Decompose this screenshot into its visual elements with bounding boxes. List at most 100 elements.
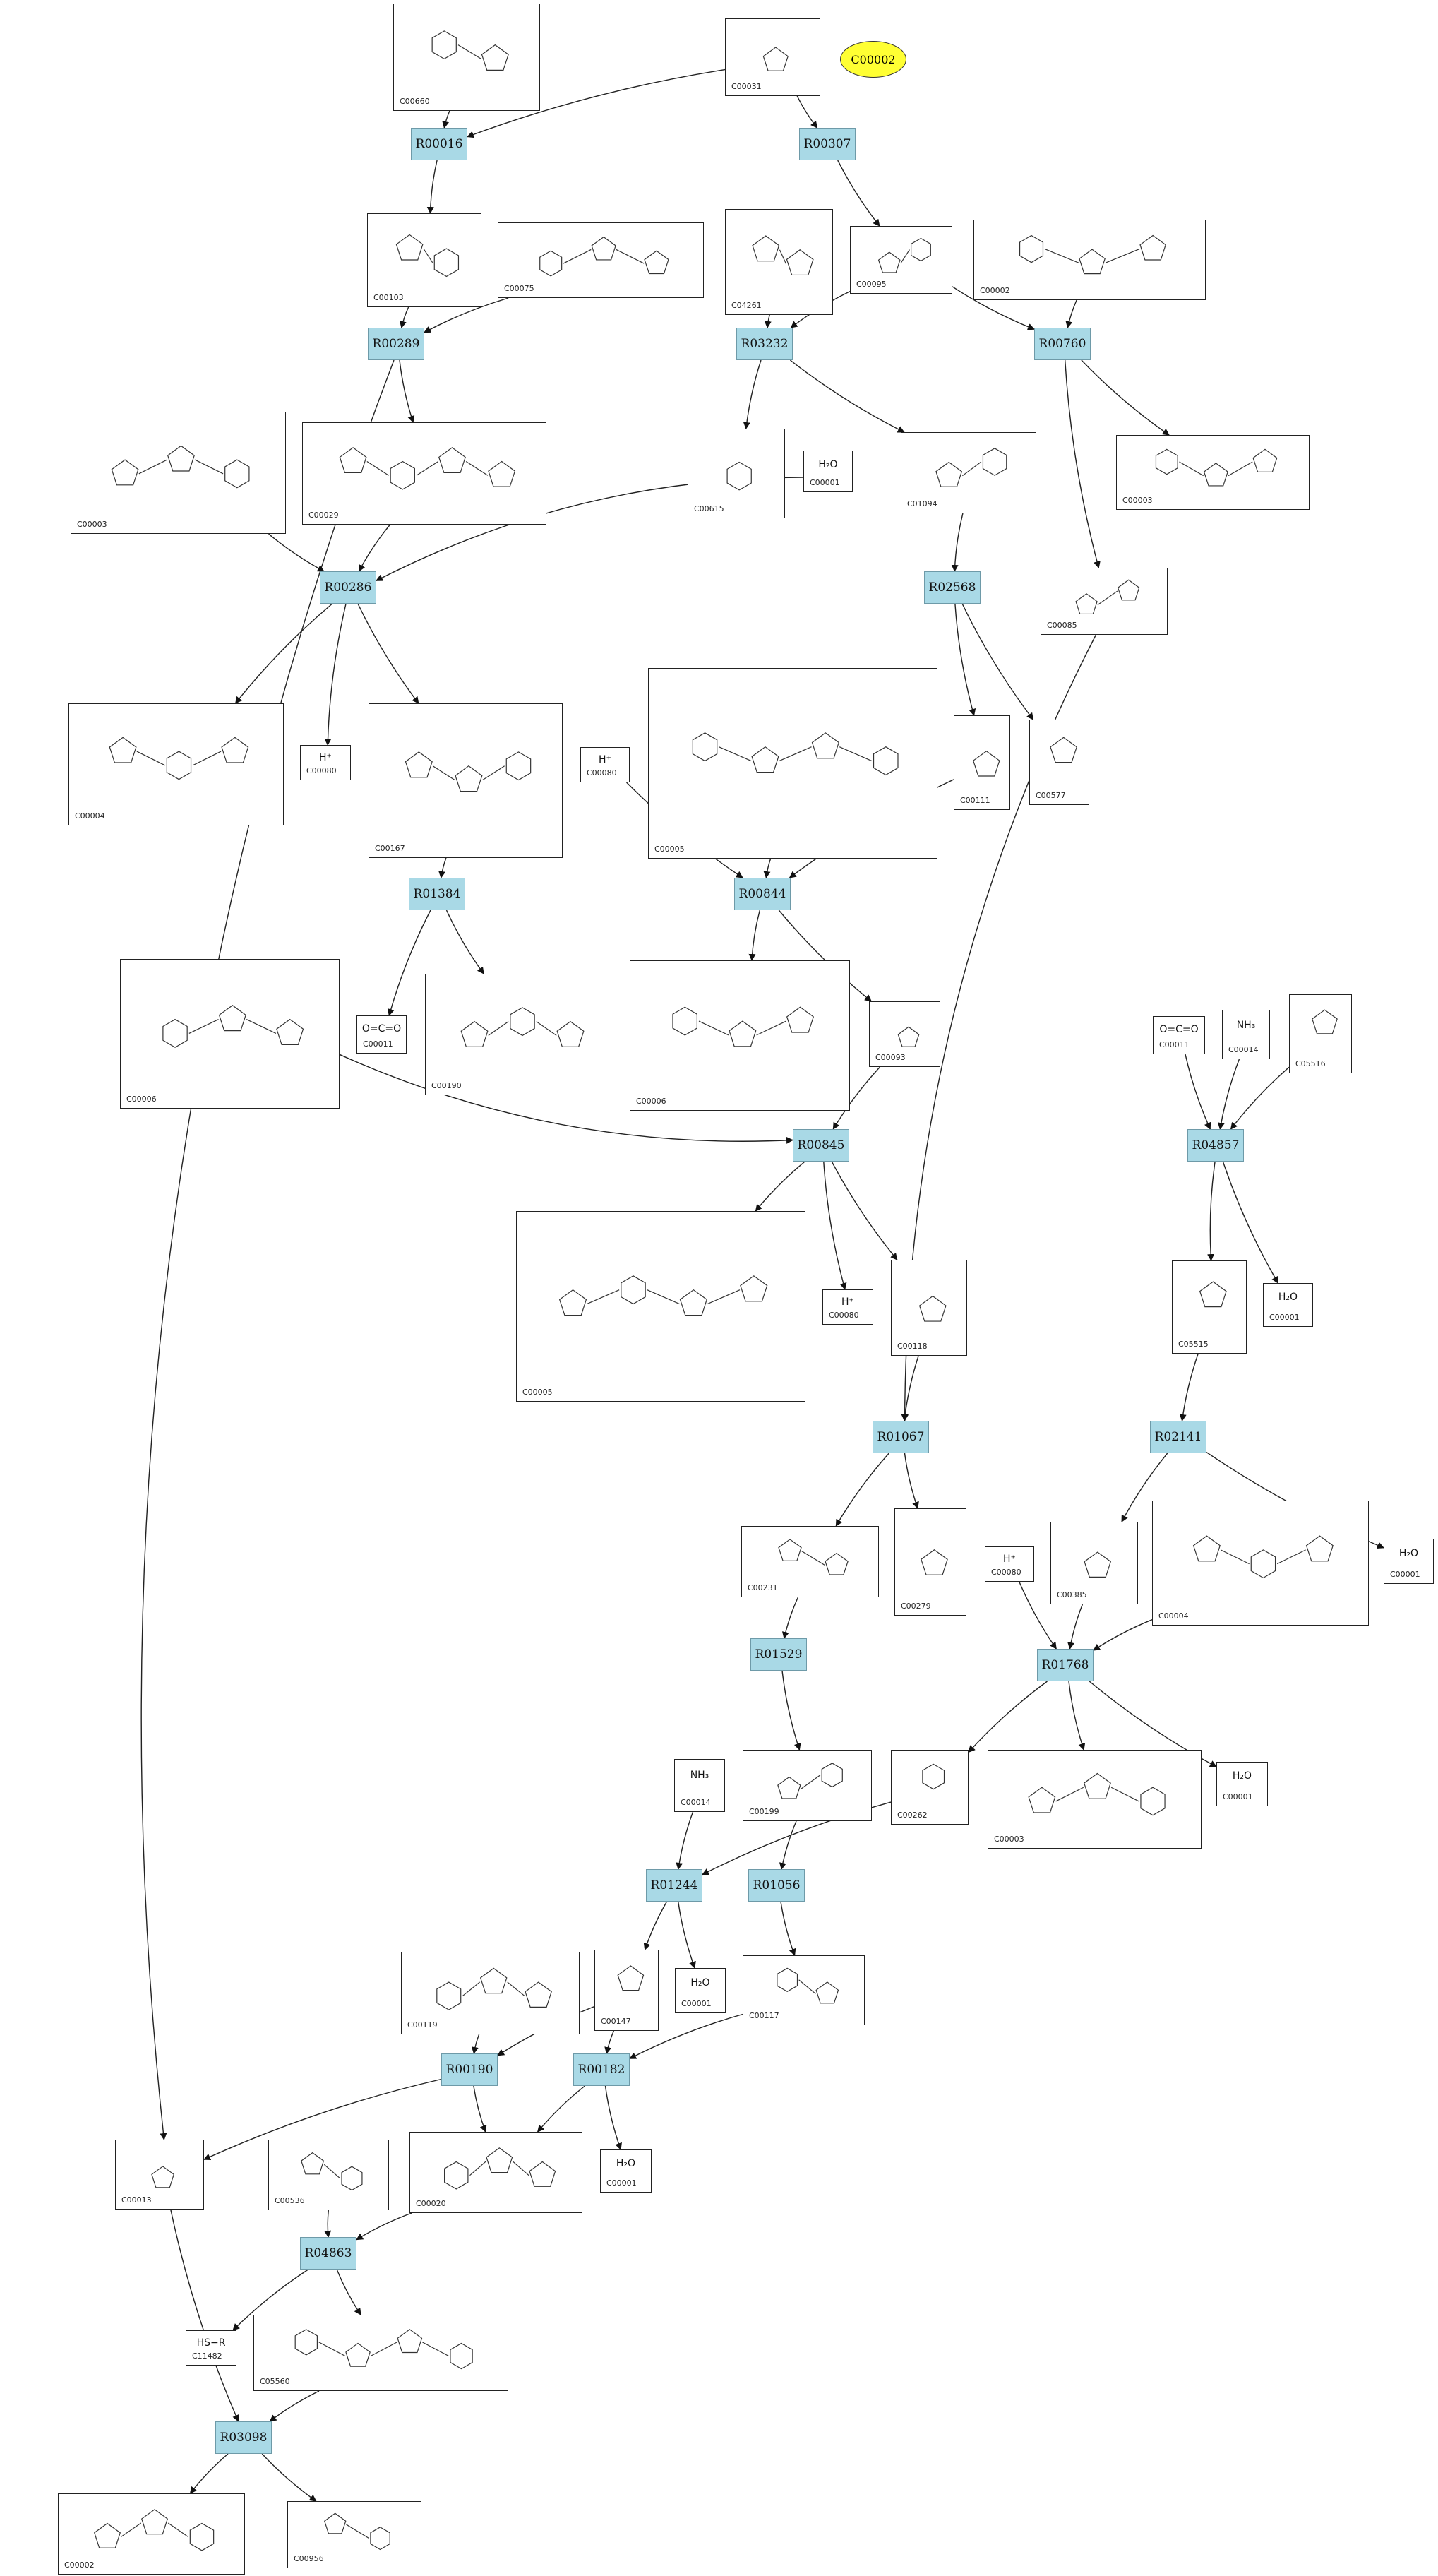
reaction-r00307[interactable]: R00307	[799, 128, 856, 160]
compound-c00075[interactable]: C00075	[498, 222, 704, 298]
compound-c00013[interactable]: C00013	[115, 2140, 204, 2210]
compound-c00147[interactable]: C00147	[594, 1950, 659, 2031]
reaction-r00286[interactable]: R00286	[320, 571, 376, 604]
compound-c00004[interactable]: C00004	[1152, 1501, 1369, 1626]
compound-c00080[interactable]: H⁺C00080	[822, 1289, 873, 1325]
compound-c00262[interactable]: C00262	[891, 1750, 969, 1825]
compound-id-label: C00029	[308, 511, 339, 520]
compound-c00385[interactable]: C00385	[1050, 1522, 1138, 1604]
edge-arrow	[1068, 1681, 1086, 1751]
reaction-r01244[interactable]: R01244	[646, 1869, 702, 1902]
compound-c00199[interactable]: C00199	[743, 1750, 872, 1821]
bond-glyph	[587, 1289, 620, 1305]
compound-c00118[interactable]: C00118	[891, 1260, 967, 1356]
compound-c00615[interactable]: C00615	[688, 429, 785, 518]
compound-c00080[interactable]: H⁺C00080	[985, 1546, 1034, 1582]
compound-c00190[interactable]: C00190	[425, 974, 613, 1095]
reaction-r03232[interactable]: R03232	[736, 328, 793, 360]
reaction-r02568[interactable]: R02568	[924, 571, 981, 604]
compound-c00167[interactable]: C00167	[369, 703, 563, 858]
reaction-r00182[interactable]: R00182	[573, 2053, 630, 2086]
compound-c00003[interactable]: C00003	[988, 1750, 1202, 1849]
compound-c00093[interactable]: C00093	[869, 1001, 940, 1067]
compound-c00080[interactable]: H⁺C00080	[580, 747, 630, 782]
compound-c01094[interactable]: C01094	[901, 432, 1036, 513]
compound-c00003[interactable]: C00003	[1116, 435, 1310, 510]
compound-c00006[interactable]: C00006	[630, 960, 850, 1111]
compound-c00577[interactable]: C00577	[1029, 720, 1089, 805]
compound-c00095[interactable]: C00095	[850, 226, 952, 294]
compound-c00660[interactable]: C00660	[393, 4, 540, 111]
edge-arrow	[336, 2269, 361, 2315]
edge-arrow	[968, 1681, 1048, 1753]
compound-c00005[interactable]: C00005	[648, 668, 937, 859]
compound-c00006[interactable]: C00006	[120, 959, 340, 1109]
reaction-r02141[interactable]: R02141	[1150, 1421, 1206, 1453]
compound-c04261[interactable]: C04261	[725, 209, 833, 315]
reaction-r03098[interactable]: R03098	[215, 2421, 272, 2454]
compound-c00085[interactable]: C00085	[1041, 568, 1168, 635]
compound-c00002[interactable]: C00002	[58, 2493, 245, 2575]
structure-drawing	[460, 1007, 585, 1047]
compound-c00002[interactable]: C00002	[973, 220, 1206, 300]
reaction-r01384[interactable]: R01384	[409, 878, 465, 910]
reaction-r01056[interactable]: R01056	[748, 1869, 805, 1902]
compound-c00029[interactable]: C00029	[302, 422, 546, 525]
reaction-r00845[interactable]: R00845	[793, 1129, 849, 1162]
compound-c05516[interactable]: C05516	[1289, 994, 1352, 1073]
reaction-r01529[interactable]: R01529	[750, 1638, 807, 1671]
compound-c00111[interactable]: C00111	[954, 715, 1010, 810]
compound-id-label: C00080	[306, 766, 337, 775]
compound-c00031[interactable]: C00031	[725, 18, 820, 96]
compound-c00119[interactable]: C00119	[401, 1952, 580, 2034]
compound-c00536[interactable]: C00536	[268, 2140, 389, 2210]
compound-id-label: C00004	[75, 811, 105, 821]
bond-glyph	[698, 1020, 729, 1036]
reaction-r01768[interactable]: R01768	[1037, 1649, 1094, 1681]
compound-c00231[interactable]: C00231	[741, 1526, 879, 1597]
bond-glyph	[323, 2164, 341, 2179]
reaction-r00016[interactable]: R00016	[411, 128, 467, 160]
reaction-r04863[interactable]: R04863	[300, 2237, 356, 2270]
compound-c00103[interactable]: C00103	[367, 213, 481, 307]
compound-c00279[interactable]: C00279	[894, 1508, 966, 1616]
reaction-r04857[interactable]: R04857	[1187, 1129, 1244, 1162]
compound-c05515[interactable]: C05515	[1172, 1260, 1247, 1354]
formula-label: H⁺	[1003, 1554, 1016, 1565]
compound-id-label: C00615	[694, 504, 724, 513]
structure-drawing	[1028, 1772, 1166, 1816]
reaction-r00844[interactable]: R00844	[734, 878, 791, 910]
compound-c00005[interactable]: C00005	[516, 1211, 805, 1402]
compound-c00020[interactable]: C00020	[409, 2132, 582, 2213]
reaction-r01067[interactable]: R01067	[873, 1421, 929, 1453]
reaction-r00289[interactable]: R00289	[368, 328, 424, 360]
ring-glyph	[729, 1020, 757, 1047]
compound-c05560[interactable]: C05560	[253, 2315, 508, 2391]
compound-c00080[interactable]: H⁺C00080	[300, 745, 351, 780]
ring-glyph	[481, 44, 509, 71]
edge-arrow	[234, 603, 333, 704]
edge-arrow	[473, 2085, 487, 2133]
compound-c00117[interactable]: C00117	[743, 1955, 865, 2025]
highlighted-compound-ellipse[interactable]: C00002	[840, 41, 906, 78]
reaction-r00760[interactable]: R00760	[1034, 328, 1091, 360]
compound-id-label: C00075	[504, 284, 534, 293]
edge-arrow	[901, 1355, 919, 1421]
compound-c00956[interactable]: C00956	[287, 2501, 421, 2568]
bond-glyph	[719, 746, 752, 762]
ring-glyph	[460, 1020, 489, 1047]
compound-c00003[interactable]: C00003	[71, 412, 286, 534]
reaction-r00190[interactable]: R00190	[441, 2053, 498, 2086]
compound-c00004[interactable]: C00004	[68, 703, 284, 825]
